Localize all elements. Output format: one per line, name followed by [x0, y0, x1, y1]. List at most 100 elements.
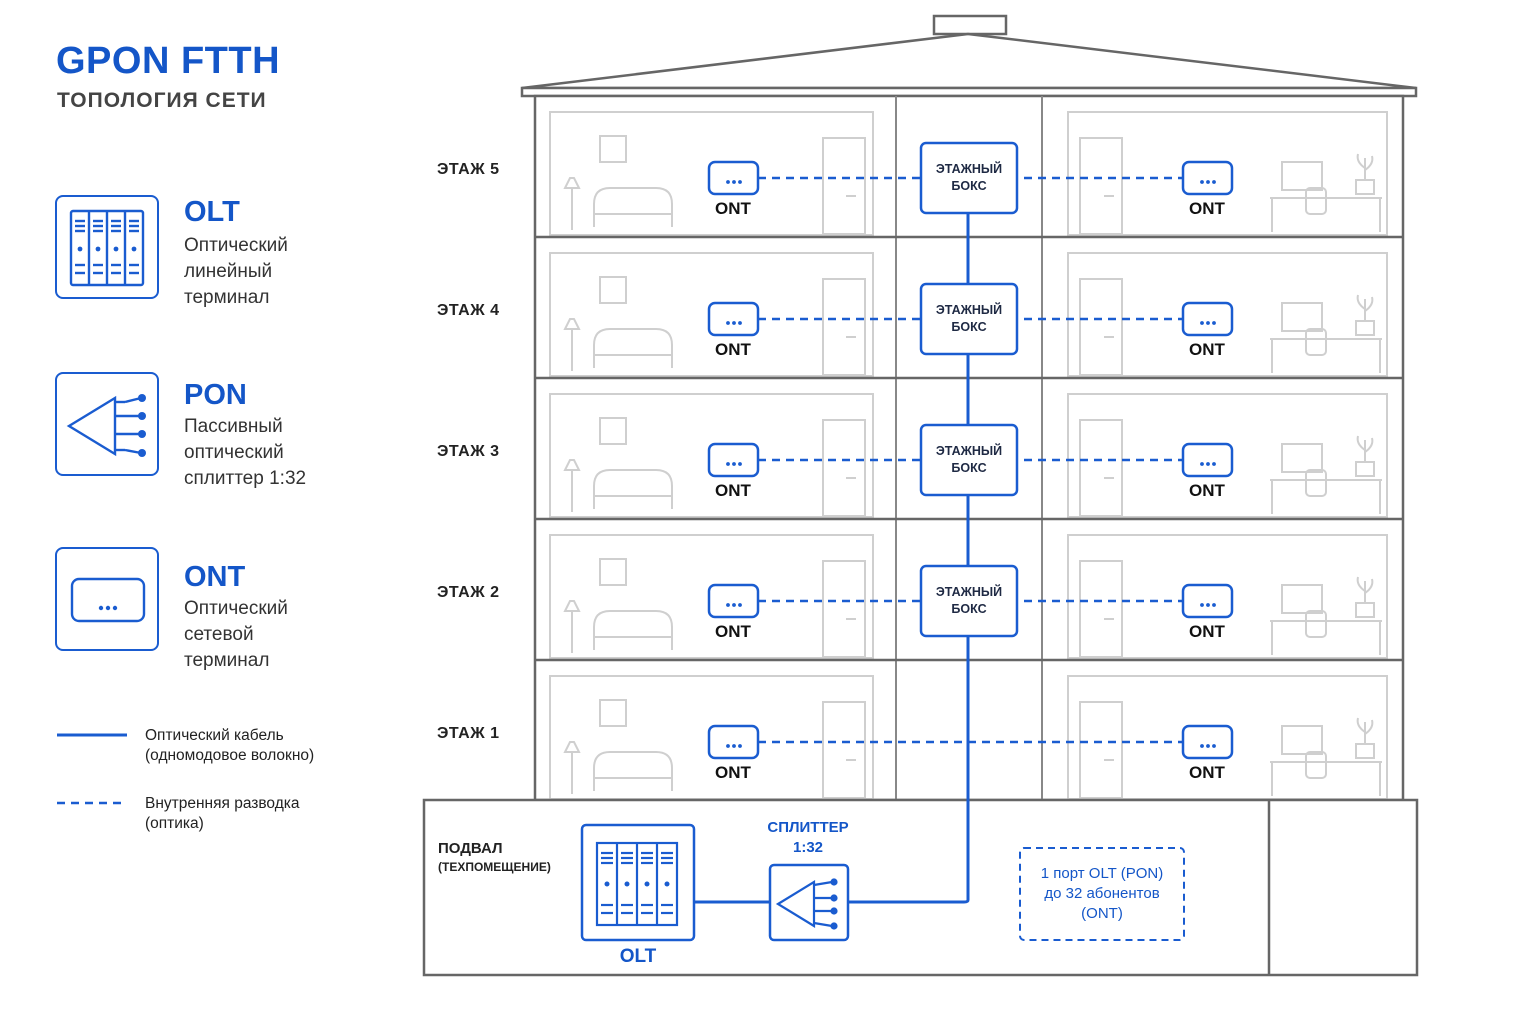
ont-led-dot	[1212, 180, 1216, 184]
floor-box	[919, 564, 1019, 638]
left-room-furniture	[563, 276, 866, 376]
left-room-furniture	[563, 699, 866, 799]
port-note: 1 порт OLT (PON) до 32 абонентов (ONT)	[1040, 865, 1164, 922]
ont-label-right: ONT	[1189, 481, 1225, 500]
ont-led-dot	[1200, 462, 1204, 466]
ont-device-icon	[707, 724, 760, 760]
ont-device-icon	[707, 160, 760, 196]
legend-olt-name: OLT	[184, 196, 240, 228]
ont-label-right: ONT	[1189, 622, 1225, 641]
ont-label-left: ONT	[715, 340, 751, 359]
ont-device-icon	[1181, 301, 1234, 337]
ont-led-dot	[1212, 462, 1216, 466]
right-room-furniture	[1079, 137, 1382, 235]
basement-olt-icon	[580, 823, 696, 942]
legend-olt-desc: Оптический линейный терминал	[184, 235, 288, 308]
ont-led-dot	[726, 180, 730, 184]
ont-label-left: ONT	[715, 481, 751, 500]
ont-led-dot	[1206, 462, 1210, 466]
floor-box-label: ЭТАЖНЫЙ БОКС	[935, 444, 1003, 475]
ont-led-dot	[738, 180, 742, 184]
floor-box-label: ЭТАЖНЫЙ БОКС	[935, 162, 1003, 193]
basement-splitter-icon	[768, 863, 850, 942]
ont-led-dot	[732, 321, 736, 325]
ont-led-dot	[1212, 744, 1216, 748]
ont-device-icon	[707, 583, 760, 619]
ont-led-dot	[726, 744, 730, 748]
right-room-furniture	[1079, 419, 1382, 517]
ont-led-dot	[732, 603, 736, 607]
apartment-right-frame	[1067, 393, 1388, 518]
ont-device-icon	[707, 301, 760, 337]
legend-pon-name: PON	[184, 379, 247, 411]
roof	[521, 32, 1417, 90]
ont-led-dot	[726, 321, 730, 325]
apartment-left-frame	[549, 252, 874, 377]
apartment-right-frame	[1067, 252, 1388, 377]
olt-rack-icon	[55, 195, 159, 299]
legend-pon-desc: Пассивный оптический сплиттер 1:32	[184, 416, 307, 489]
floor-label: ЭТАЖ 1	[437, 725, 500, 742]
left-room-furniture	[563, 135, 866, 235]
right-room-furniture	[1079, 560, 1382, 658]
ont-led-dot	[726, 462, 730, 466]
basement-title: ПОДВАЛ	[438, 840, 503, 857]
ont-led-dot	[1206, 603, 1210, 607]
floor-label: ЭТАЖ 5	[437, 161, 500, 178]
network-elements	[707, 141, 1234, 760]
riser-cable	[848, 212, 970, 904]
floor-box-label: ЭТАЖНЫЙ БОКС	[935, 585, 1003, 616]
legend-ont-desc: Оптический сетевой терминал	[184, 598, 288, 671]
ont-led-dot	[1212, 321, 1216, 325]
floor-box	[919, 423, 1019, 497]
ont-led-dot	[732, 180, 736, 184]
ont-label-right: ONT	[1189, 763, 1225, 782]
floor-box	[919, 141, 1019, 215]
ont-device-icon	[1181, 160, 1234, 196]
ont-led-dot	[738, 744, 742, 748]
ont-led-dot	[738, 603, 742, 607]
ont-label-right: ONT	[1189, 199, 1225, 218]
basement-subtitle: (ТЕХПОМЕЩЕНИЕ)	[438, 860, 551, 874]
splitter-icon	[55, 372, 159, 476]
legend-dashed-line-label: Внутренняя разводка (оптика)	[145, 795, 300, 832]
chimney	[932, 14, 1008, 36]
basement-olt-label: OLT	[619, 946, 657, 967]
ont-led-dot	[726, 603, 730, 607]
ont-device-icon	[707, 442, 760, 478]
basement-splitter-label: СПЛИТТЕР 1:32	[767, 819, 849, 856]
ont-led-dot	[1200, 180, 1204, 184]
floor-label: ЭТАЖ 4	[437, 302, 500, 319]
ont-led-dot	[1212, 603, 1216, 607]
apartment-right-frame	[1067, 534, 1388, 659]
ont-led-dot	[1206, 180, 1210, 184]
ont-label-left: ONT	[715, 763, 751, 782]
apartment-right-frame	[1067, 111, 1388, 236]
left-room-furniture	[563, 558, 866, 658]
ont-led-dot	[732, 744, 736, 748]
ont-device-icon	[1181, 583, 1234, 619]
ont-device-icon	[1181, 442, 1234, 478]
apartment-left-frame	[549, 534, 874, 659]
page-title: GPON FTTH	[56, 40, 281, 82]
left-room-furniture	[563, 417, 866, 517]
floor-rooms	[535, 111, 1403, 800]
port-note-frame	[1019, 847, 1185, 941]
floor-label: ЭТАЖ 2	[437, 584, 500, 601]
page-subtitle: ТОПОЛОГИЯ СЕТИ	[57, 89, 267, 112]
apartment-left-frame	[549, 393, 874, 518]
floor-box	[919, 282, 1019, 356]
ont-label-left: ONT	[715, 622, 751, 641]
line-legend-swatches	[57, 733, 127, 805]
ont-led-dot	[732, 462, 736, 466]
right-room-furniture	[1079, 278, 1382, 376]
ont-led-dot	[1200, 321, 1204, 325]
ont-led-dot	[738, 321, 742, 325]
right-room-furniture	[1079, 701, 1382, 799]
ont-led-dot	[1200, 744, 1204, 748]
ont-led-dot	[1206, 744, 1210, 748]
ont-device-icon	[55, 547, 159, 651]
ont-led-dot	[1206, 321, 1210, 325]
floor-label: ЭТАЖ 3	[437, 443, 500, 460]
